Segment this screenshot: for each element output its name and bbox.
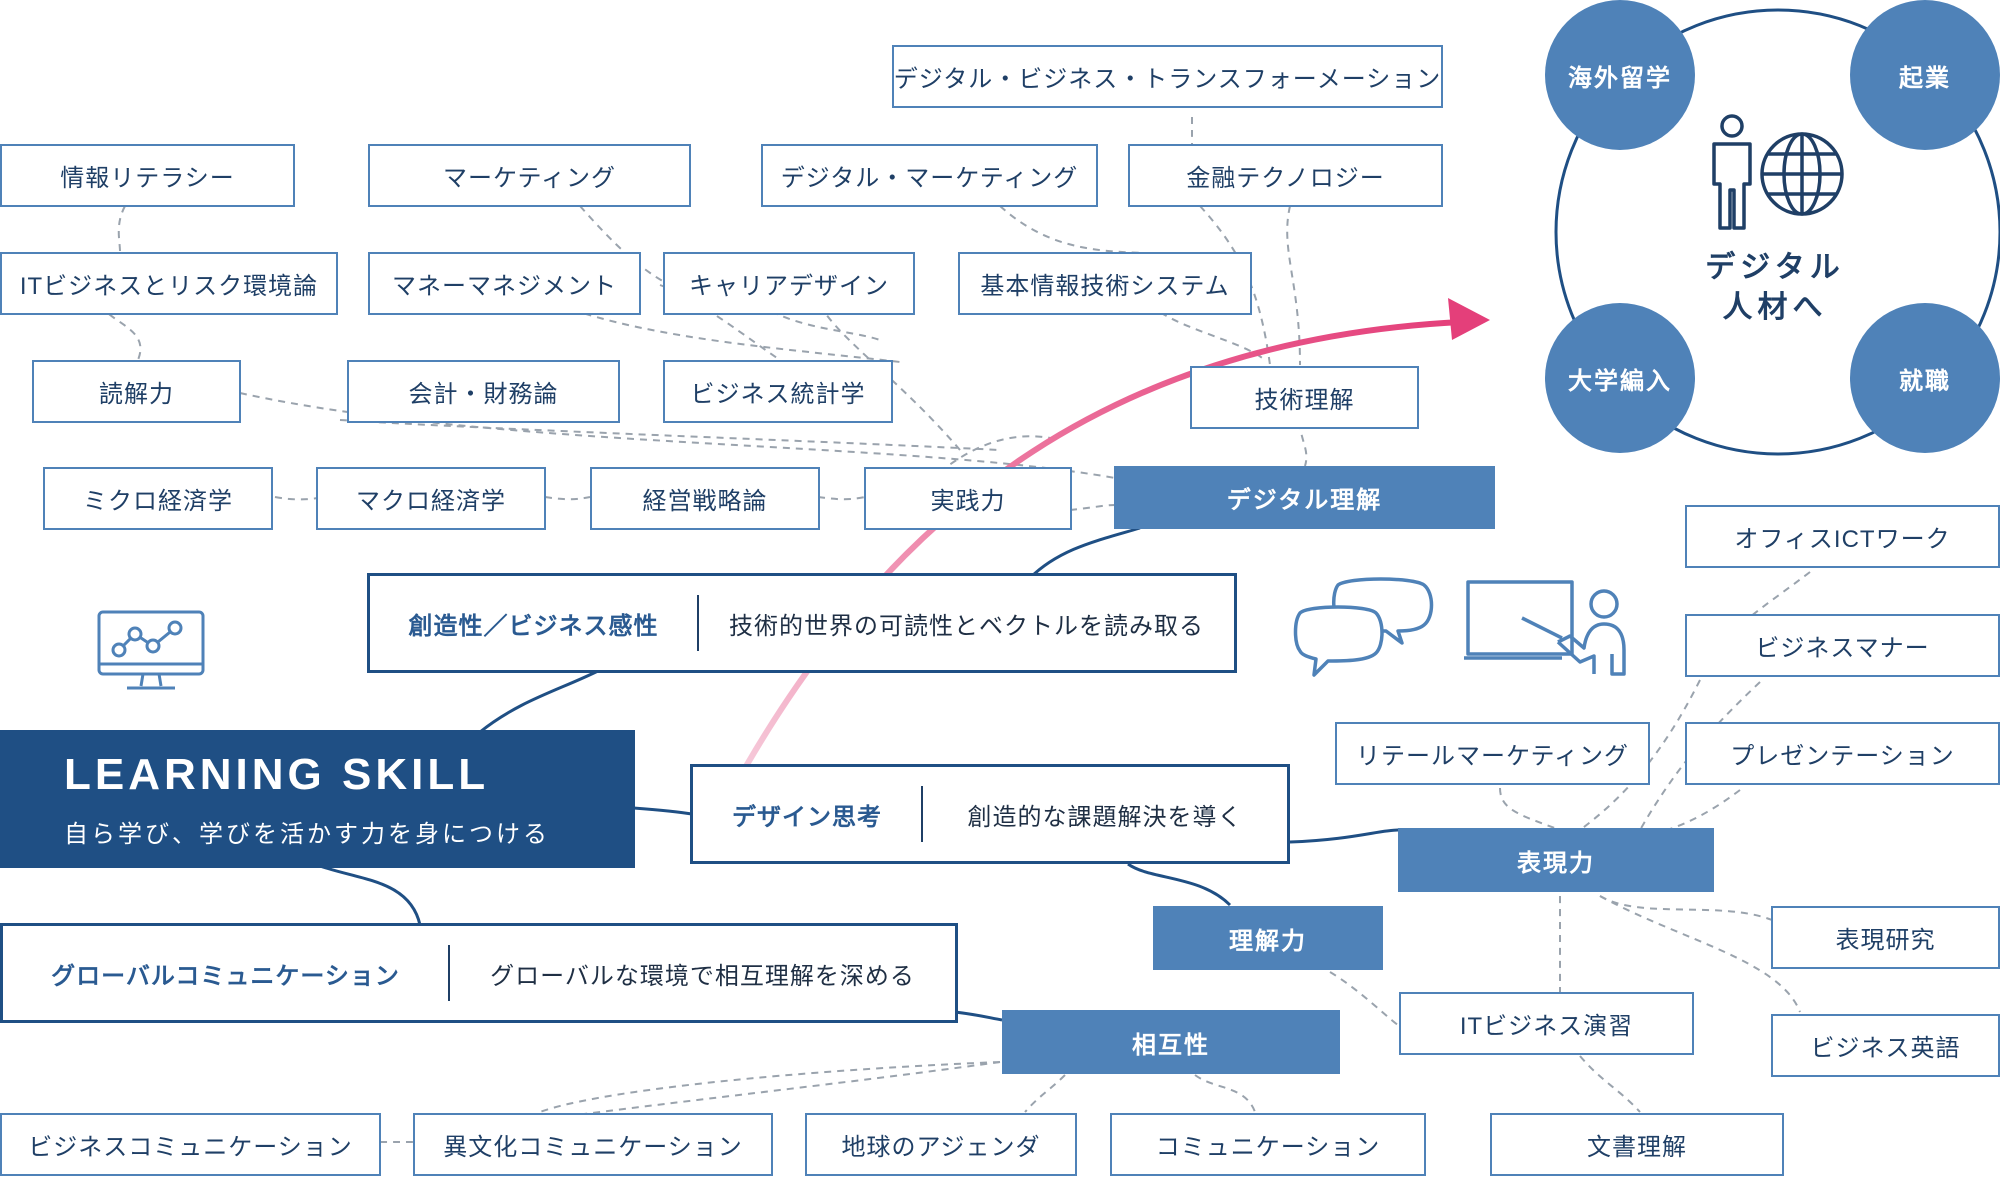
course-tech-understanding[interactable]: 技術理解 xyxy=(1190,366,1419,429)
course-practical[interactable]: 実践力 xyxy=(864,467,1072,530)
skill-design[interactable]: デザイン思考 創造的な課題解決を導く xyxy=(690,764,1290,864)
growth-arrowhead xyxy=(1448,298,1490,340)
skill-design-divider xyxy=(921,786,923,842)
hub-comprehension[interactable]: 理解力 xyxy=(1153,906,1383,970)
course-fintech[interactable]: 金融テクノロジー xyxy=(1128,144,1443,207)
course-global-agenda[interactable]: 地球のアジェンダ xyxy=(805,1113,1077,1176)
learning-skill-title: LEARNING SKILL xyxy=(64,750,490,799)
skill-design-title: デザイン思考 xyxy=(732,803,882,831)
course-dbt[interactable]: デジタル・ビジネス・トランスフォーメーション xyxy=(892,45,1443,108)
skill-creativity[interactable]: 創造性／ビジネス感性 技術的世界の可読性とベクトルを読み取る xyxy=(367,573,1237,673)
person-icon xyxy=(1712,114,1752,230)
skill-creativity-description: 技術的世界の可読性とベクトルを読み取る xyxy=(729,612,1204,640)
skill-global-title: グローバルコミュニケーション xyxy=(51,962,400,990)
outcome-startup: 起業 xyxy=(1850,0,2000,150)
course-presentation[interactable]: プレゼンテーション xyxy=(1685,722,2000,785)
course-expression-research[interactable]: 表現研究 xyxy=(1771,906,2000,969)
course-career-design[interactable]: キャリアデザイン xyxy=(663,252,915,315)
outcome-transfer: 大学編入 xyxy=(1545,303,1695,453)
course-digital-marketing[interactable]: デジタル・マーケティング xyxy=(761,144,1098,207)
outcome-study-abroad: 海外留学 xyxy=(1545,0,1695,150)
hub-expression[interactable]: 表現力 xyxy=(1398,828,1714,892)
course-it-business-practice[interactable]: ITビジネス演習 xyxy=(1399,992,1694,1055)
course-reading[interactable]: 読解力 xyxy=(32,360,241,423)
course-office-ict[interactable]: オフィスICTワーク xyxy=(1685,505,2000,568)
globe-icon xyxy=(1760,132,1844,216)
course-business-manners[interactable]: ビジネスマナー xyxy=(1685,614,2000,677)
course-it-business-risk[interactable]: ITビジネスとリスク環境論 xyxy=(0,252,338,315)
course-marketing[interactable]: マーケティング xyxy=(368,144,691,207)
skill-global[interactable]: グローバルコミュニケーション グローバルな環境で相互理解を深める xyxy=(0,923,958,1023)
course-business-english[interactable]: ビジネス英語 xyxy=(1771,1014,2000,1077)
hub-mutuality[interactable]: 相互性 xyxy=(1002,1010,1340,1074)
goal-text: デジタル 人材へ xyxy=(1625,248,1925,328)
skill-design-description: 創造的な課題解決を導く xyxy=(967,803,1243,831)
person-globe-icons xyxy=(1712,114,1844,230)
course-document-comprehension[interactable]: 文書理解 xyxy=(1490,1113,1784,1176)
course-management-strategy[interactable]: 経営戦略論 xyxy=(590,467,820,530)
course-intercultural[interactable]: 異文化コミュニケーション xyxy=(413,1113,773,1176)
goal-line-2: 人材へ xyxy=(1722,291,1828,324)
monitor-chart-icon xyxy=(97,610,205,690)
course-business-communication[interactable]: ビジネスコミュニケーション xyxy=(0,1113,381,1176)
skill-creativity-divider xyxy=(697,595,699,651)
course-retail-marketing[interactable]: リテールマーケティング xyxy=(1335,722,1650,785)
learning-skill-banner: LEARNING SKILL 自ら学び、学びを活かす力を身につける xyxy=(0,730,635,868)
course-accounting[interactable]: 会計・財務論 xyxy=(347,360,620,423)
goal-line-1: デジタル xyxy=(1705,251,1845,284)
course-business-stats[interactable]: ビジネス統計学 xyxy=(663,360,893,423)
learning-skill-subtitle: 自ら学び、学びを活かす力を身につける xyxy=(64,821,550,848)
course-micro-econ[interactable]: ミクロ経済学 xyxy=(43,467,273,530)
skill-global-divider xyxy=(448,945,450,1001)
course-basic-it-systems[interactable]: 基本情報技術システム xyxy=(958,252,1252,315)
course-communication[interactable]: コミュニケーション xyxy=(1110,1113,1426,1176)
solid-connectors xyxy=(319,526,1399,1022)
skill-creativity-title: 創造性／ビジネス感性 xyxy=(408,612,659,640)
hub-digital[interactable]: デジタル理解 xyxy=(1114,466,1495,529)
course-info-literacy[interactable]: 情報リテラシー xyxy=(0,144,295,207)
teacher-board-icon xyxy=(1464,580,1626,676)
course-macro-econ[interactable]: マクロ経済学 xyxy=(316,467,546,530)
skill-global-description: グローバルな環境で相互理解を深める xyxy=(490,962,915,990)
chat-bubbles-icon xyxy=(1293,577,1434,677)
course-money-management[interactable]: マネーマネジメント xyxy=(368,252,641,315)
outcome-employment: 就職 xyxy=(1850,303,2000,453)
